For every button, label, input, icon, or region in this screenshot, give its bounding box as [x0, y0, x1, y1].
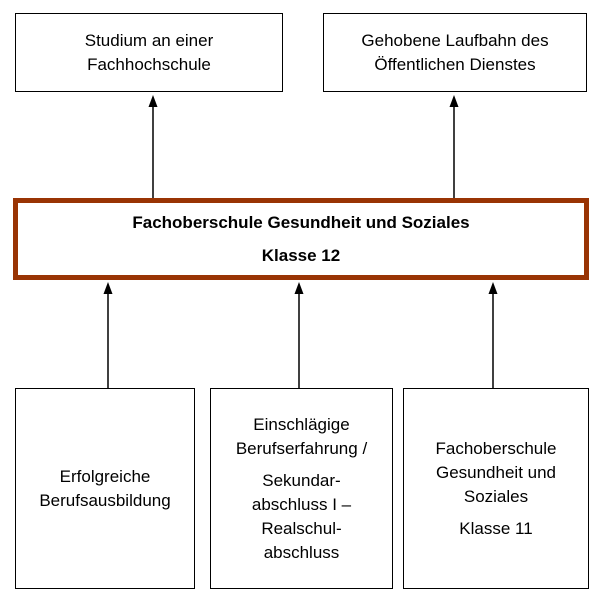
arrow-berufserfahrung-to-fos12 [294, 282, 304, 389]
node-fachoberschule-klasse-11: Fachoberschule Gesundheit und Soziales K… [403, 388, 589, 589]
arrow-fos12-to-laufbahn [449, 95, 459, 199]
node-gehobene-laufbahn: Gehobene Laufbahn des Öffentlichen Diens… [323, 13, 587, 92]
arrow-berufsausbildung-to-fos12 [103, 282, 113, 389]
node-fachoberschule-klasse-12: Fachoberschule Gesundheit und Soziales K… [13, 198, 589, 280]
node-fos12-title: Fachoberschule Gesundheit und Soziales [132, 212, 470, 232]
node-laufbahn-label: Gehobene Laufbahn des Öffentlichen Diens… [361, 30, 549, 74]
node-studium-fachhochschule: Studium an einer Fachhochschule [15, 13, 283, 92]
arrow-fos11-to-fos12 [488, 282, 498, 389]
node-fos11-para2: Klasse 11 [459, 518, 533, 538]
node-fos12-subtitle: Klasse 12 [261, 245, 341, 265]
node-studium-label: Studium an einer Fachhochschule [84, 30, 214, 74]
node-berufserfahrung-sekundarabschluss: Einschlägige Berufserfahrung / Sekundar-… [210, 388, 393, 589]
node-berufsausbildung: Erfolgreiche Berufsausbildung [15, 388, 195, 589]
node-berufserfahrung-para2: Sekundar- abschluss I – Realschul- absch… [251, 470, 352, 562]
arrow-fos12-to-studium [148, 95, 158, 199]
node-berufsausbildung-label: Erfolgreiche Berufsausbildung [39, 466, 171, 510]
node-berufserfahrung-para1: Einschlägige Berufserfahrung / [235, 414, 368, 458]
node-fos11-para1: Fachoberschule Gesundheit und Soziales [435, 438, 557, 506]
